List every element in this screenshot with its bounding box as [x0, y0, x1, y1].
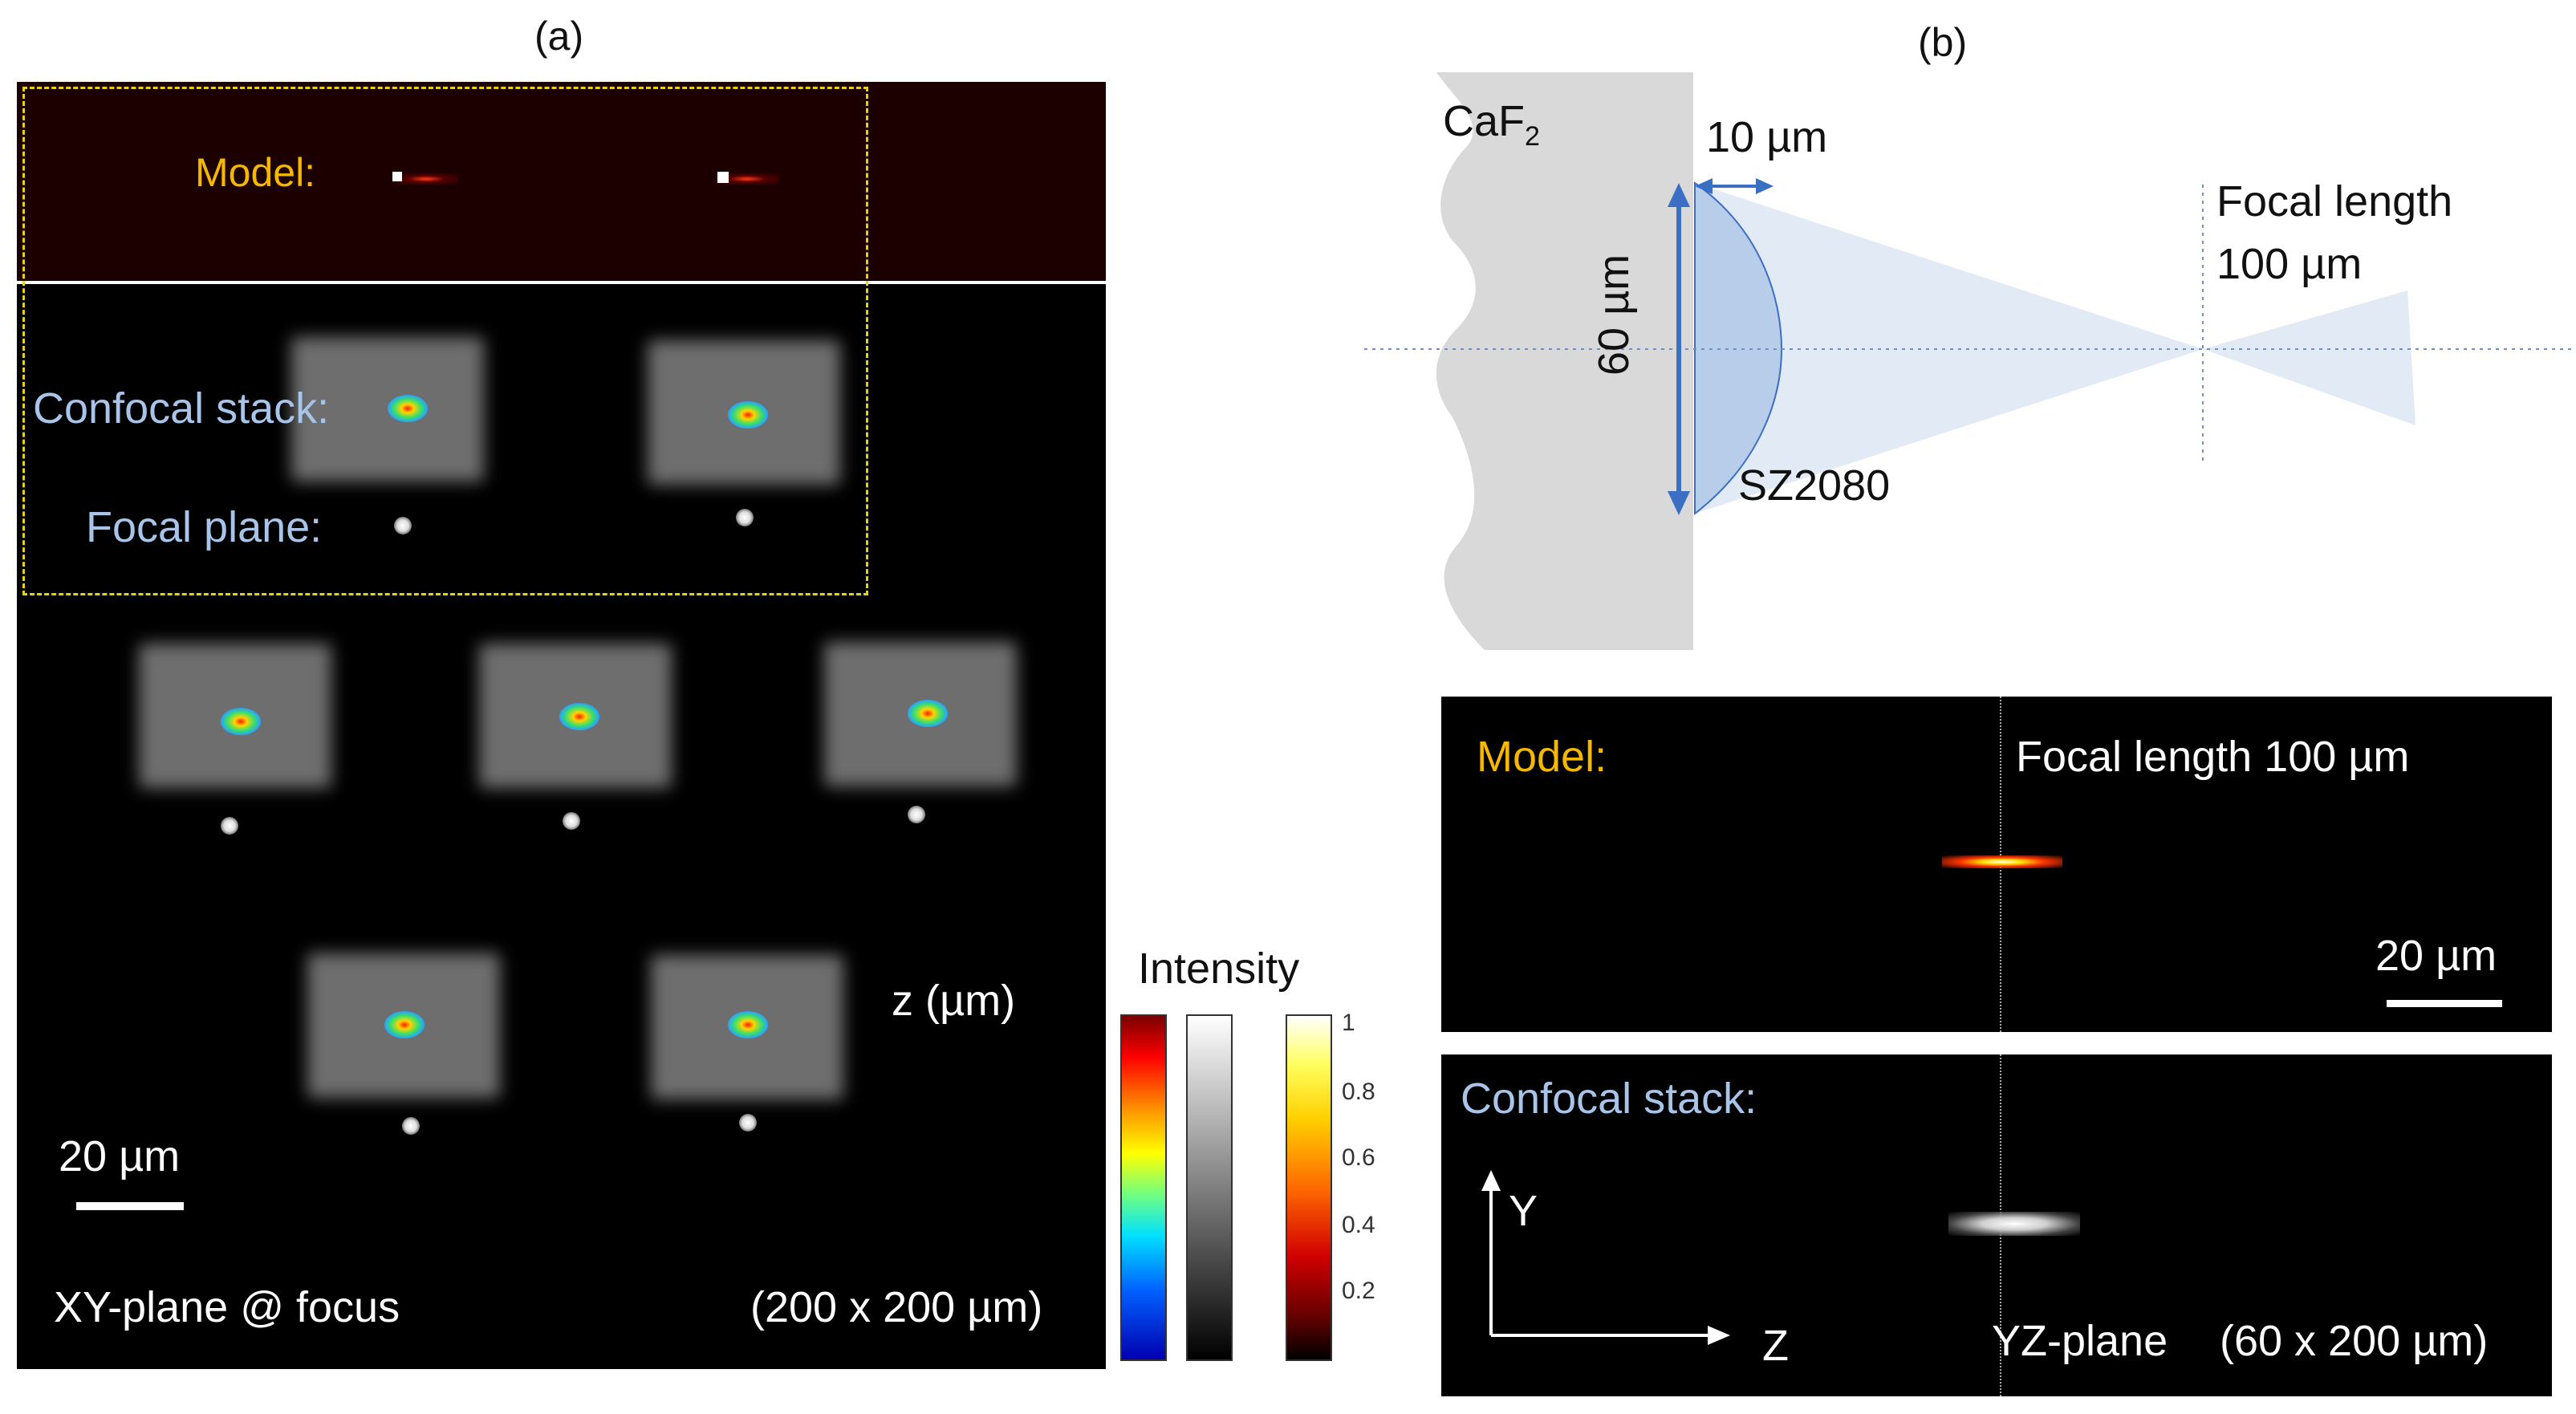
colorbar-tick: 0.8 [1342, 1079, 1375, 1105]
xy-size-label: (200 x 200 µm) [750, 1283, 1043, 1331]
y-axis-label: Y [1509, 1187, 1538, 1235]
confocal-spot [388, 395, 428, 422]
light-cone-diverging [2203, 291, 2416, 425]
model-spot-core [717, 172, 729, 183]
focal-plane-spot [221, 817, 238, 835]
model-spot-core [392, 172, 402, 181]
colorbar-tick: 0.4 [1342, 1212, 1375, 1238]
confocal-yz-image: Confocal stack: Y Z YZ-plane (60 x 200 µ… [1441, 1054, 2552, 1396]
model-label-a: Model: [195, 150, 316, 195]
arrowhead [1668, 491, 1690, 515]
focal-plane-spot [736, 509, 754, 526]
colorbar-jet [1120, 1014, 1167, 1361]
colorbar-hot [1286, 1014, 1332, 1361]
confocal-spot [384, 1011, 425, 1038]
arrowhead [1756, 178, 1774, 194]
model-spot [715, 173, 779, 185]
yz-plane-label: YZ-plane [1992, 1317, 2168, 1365]
scalebar-label-a: 20 µm [59, 1132, 181, 1180]
confocal-spot [559, 703, 599, 730]
scalebar-b [2387, 1000, 2502, 1007]
colorbar-title: Intensity [1138, 945, 1300, 993]
dashed-region-box [22, 87, 868, 595]
thickness-label: 10 µm [1706, 113, 1828, 161]
y-arrowhead [1481, 1170, 1501, 1191]
scalebar-label-b: 20 µm [2375, 932, 2497, 980]
model-focus-spot [1942, 855, 2062, 868]
diameter-label: 60 µm [1590, 254, 1638, 376]
light-cone [1695, 183, 2203, 514]
arrowhead [1668, 183, 1690, 207]
plano-convex-lens [1694, 181, 1783, 516]
focal-length-label-2: 100 µm [2216, 240, 2363, 288]
arrowhead [1695, 178, 1713, 194]
confocal-spot [728, 401, 768, 429]
confocal-spot [908, 700, 948, 727]
focal-plane-label: Focal plane: [86, 503, 323, 551]
confocal-label-b: Confocal stack: [1461, 1075, 1757, 1123]
focal-plane-spot [394, 517, 412, 534]
yz-size-label: (60 x 200 µm) [2220, 1317, 2489, 1365]
colorbar-gray [1186, 1014, 1233, 1361]
z-label: z (µm) [892, 977, 1016, 1025]
colorbar-tick: 0.2 [1342, 1278, 1375, 1304]
lens-name-label: SZ2080 [1738, 461, 1891, 510]
axes-indicator [1481, 1170, 1730, 1345]
panel-b-letter: (b) [1918, 20, 1968, 65]
material-label: CaF2 [1443, 97, 1540, 152]
panel-a-letter: (a) [534, 14, 584, 59]
focal-plane-spot [739, 1114, 757, 1132]
z-arrowhead [1708, 1326, 1730, 1345]
model-label-b: Model: [1477, 733, 1607, 781]
xy-plane-label: XY-plane @ focus [54, 1283, 400, 1331]
model-strip: Model: [17, 82, 1106, 281]
model-spot [394, 173, 458, 185]
confocal-focus-spot [1948, 1212, 2080, 1236]
colorbar-tick: 0.6 [1342, 1144, 1375, 1171]
focal-plane-spot [563, 812, 580, 830]
lens-diagram [1364, 72, 2576, 650]
focal-plane-spot [402, 1117, 420, 1135]
caf2-substrate [1436, 72, 1693, 650]
confocal-spot [728, 1011, 768, 1038]
colorbar-tick: 1 [1342, 1010, 1355, 1036]
z-axis-label: Z [1762, 1322, 1789, 1370]
xy-plane-image: Confocal stack: Focal plane: z (µm) 20 µ… [17, 284, 1106, 1369]
confocal-spot [221, 708, 261, 735]
confocal-label-a: Confocal stack: [33, 384, 330, 433]
model-yz-image: Model: Focal length 100 µm 20 µm [1441, 697, 2552, 1032]
model-focal-label: Focal length 100 µm [2016, 733, 2410, 781]
focal-plane-spot [908, 806, 925, 823]
focal-length-label-1: Focal length [2216, 177, 2453, 226]
scalebar-a [76, 1202, 184, 1210]
